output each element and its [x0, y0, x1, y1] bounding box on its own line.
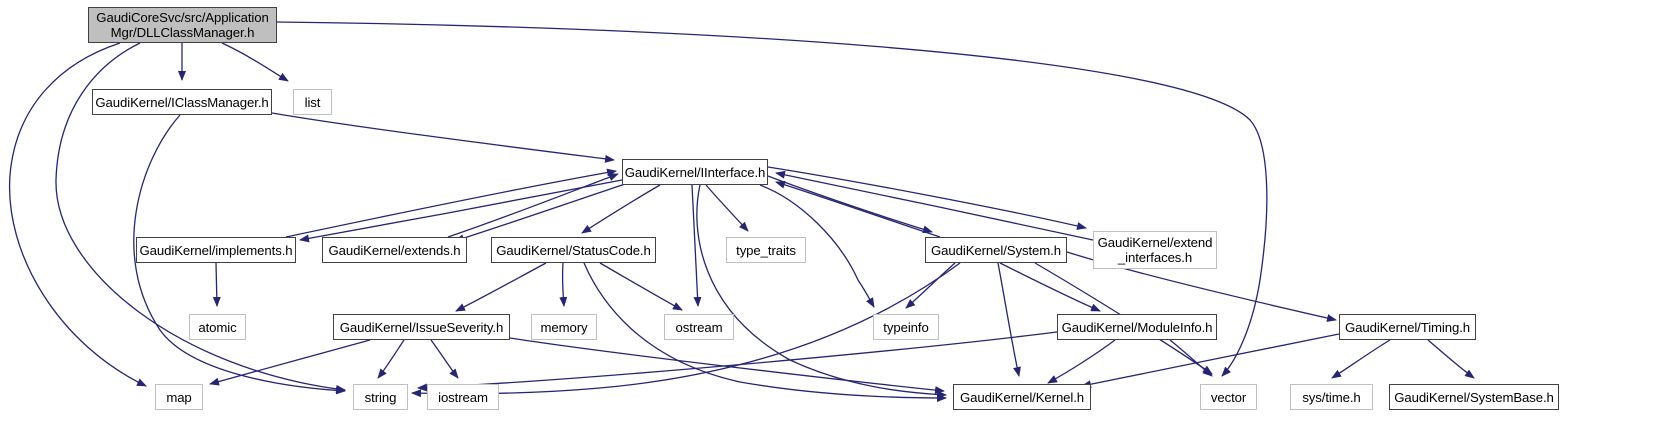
- edge-statuscode-memory: [559, 262, 568, 307]
- node-label: string: [364, 389, 397, 405]
- node-iinterface-h[interactable]: GaudiKernel/IInterface.h: [622, 159, 768, 185]
- node-atomic[interactable]: atomic: [189, 314, 246, 340]
- node-label: iostream: [438, 389, 488, 405]
- node-label: map: [166, 389, 192, 405]
- node-label: GaudiKernel/ModuleInfo.h: [1061, 319, 1213, 335]
- edge-iclassmanager-string: [133, 114, 346, 395]
- node-label: type_traits: [736, 242, 796, 258]
- node-map[interactable]: map: [155, 384, 203, 410]
- edge-iinterface-kernel: [696, 184, 947, 399]
- node-label: GaudiKernel/IssueSeverity.h: [339, 319, 504, 335]
- node-vector[interactable]: vector: [1200, 384, 1257, 410]
- node-timing-h[interactable]: GaudiKernel/Timing.h: [1339, 314, 1476, 340]
- edge-system-typeinfo: [905, 262, 956, 309]
- edge-iinterface-extend-interfaces: [767, 166, 1087, 230]
- node-label: GaudiKernel/extends.h: [328, 242, 461, 258]
- edge-system-iinterface: [775, 180, 941, 238]
- edge-iinterface-statuscode: [581, 184, 661, 234]
- node-label: GaudiKernel/Kernel.h: [959, 389, 1085, 405]
- edge-iinterface-system: [767, 175, 933, 234]
- node-memory[interactable]: memory: [531, 314, 597, 340]
- node-label: GaudiKernel/Timing.h: [1344, 319, 1471, 335]
- edge-iinterface-typeinfo: [759, 184, 875, 308]
- edge-timing-systime: [1331, 339, 1391, 379]
- edge-iinterface-ostream: [691, 184, 702, 307]
- edge-issueseverity-kernel: [509, 337, 945, 395]
- node-label: GaudiKernel/StatusCode.h: [496, 242, 651, 258]
- edge-implements-iinterface: [285, 168, 617, 238]
- node-extends-h[interactable]: GaudiKernel/extends.h: [322, 237, 467, 263]
- edge-moduleinfo-vector: [1169, 339, 1213, 377]
- node-label: GaudiKernel/extend _interfaces.h: [1097, 235, 1213, 265]
- node-label: memory: [540, 319, 588, 335]
- edge-system-moduleinfo: [999, 262, 1101, 312]
- node-ostream[interactable]: ostream: [664, 314, 734, 340]
- node-kernel-h[interactable]: GaudiKernel/Kernel.h: [953, 384, 1091, 410]
- edge-system-kernel: [997, 262, 1021, 377]
- edge-iinterface-type-traits: [705, 184, 749, 232]
- node-implements-h[interactable]: GaudiKernel/implements.h: [136, 237, 296, 263]
- edge-issueseverity-string: [377, 339, 405, 379]
- edge-root-string: [55, 42, 346, 393]
- node-label: ostream: [675, 319, 723, 335]
- node-label: vector: [1210, 389, 1247, 405]
- node-iclassmanager-h[interactable]: GaudiKernel/IClassManager.h: [92, 89, 272, 115]
- node-moduleinfo-h[interactable]: GaudiKernel/ModuleInfo.h: [1057, 314, 1217, 340]
- node-issueseverity-h[interactable]: GaudiKernel/IssueSeverity.h: [333, 314, 510, 340]
- node-label: GaudiCoreSvc/src/Application Mgr/DLLClas…: [96, 10, 269, 40]
- edge-implements-atomic: [212, 262, 221, 307]
- edge-statuscode-issueseverity: [455, 262, 547, 312]
- edge-extends-iinterface: [447, 173, 619, 238]
- node-label: GaudiKernel/IInterface.h: [624, 164, 766, 180]
- node-iostream[interactable]: iostream: [427, 384, 499, 410]
- node-typeinfo[interactable]: typeinfo: [873, 314, 939, 340]
- node-label: sys/time.h: [1302, 389, 1361, 405]
- edge-issueseverity-map: [209, 339, 371, 386]
- edge-timing-systembase: [1427, 339, 1475, 379]
- node-string[interactable]: string: [353, 384, 408, 410]
- edge-statuscode-kernel: [583, 262, 947, 402]
- node-statuscode-h[interactable]: GaudiKernel/StatusCode.h: [491, 237, 656, 263]
- edge-moduleinfo-kernel: [1047, 339, 1116, 384]
- node-label: GaudiKernel/System.h: [931, 242, 1061, 258]
- node-sys-time-h[interactable]: sys/time.h: [1290, 384, 1373, 410]
- node-label: GaudiKernel/IClassManager.h: [95, 94, 269, 110]
- edge-iinterface-extends: [454, 183, 626, 243]
- edge-iclassmanager-iinterface: [271, 112, 615, 163]
- node-label: GaudiKernel/SystemBase.h: [1394, 389, 1554, 405]
- node-label: typeinfo: [883, 319, 929, 335]
- node-list[interactable]: list: [293, 89, 332, 115]
- node-type-traits[interactable]: type_traits: [726, 237, 806, 263]
- node-label: list: [304, 94, 321, 110]
- node-extend-interfaces-h[interactable]: GaudiKernel/extend _interfaces.h: [1093, 231, 1217, 269]
- edge-moduleinfo-string: [417, 331, 1058, 392]
- edge-root-map: [8, 42, 147, 387]
- node-label: atomic: [198, 319, 237, 335]
- edge-issueseverity-iostream: [430, 339, 459, 379]
- edge-statuscode-ostream: [599, 262, 683, 311]
- edge-timing-kernel: [1081, 333, 1340, 389]
- edge-iinterface-implements: [299, 179, 623, 243]
- node-systembase-h[interactable]: GaudiKernel/SystemBase.h: [1389, 384, 1559, 410]
- edge-root-list: [221, 42, 289, 82]
- node-label: GaudiKernel/implements.h: [139, 242, 293, 258]
- edge-extend-interfaces-iinterface: [775, 170, 1094, 241]
- node-dllclassmanager-h[interactable]: GaudiCoreSvc/src/Application Mgr/DLLClas…: [88, 7, 277, 43]
- node-system-h[interactable]: GaudiKernel/System.h: [925, 237, 1067, 263]
